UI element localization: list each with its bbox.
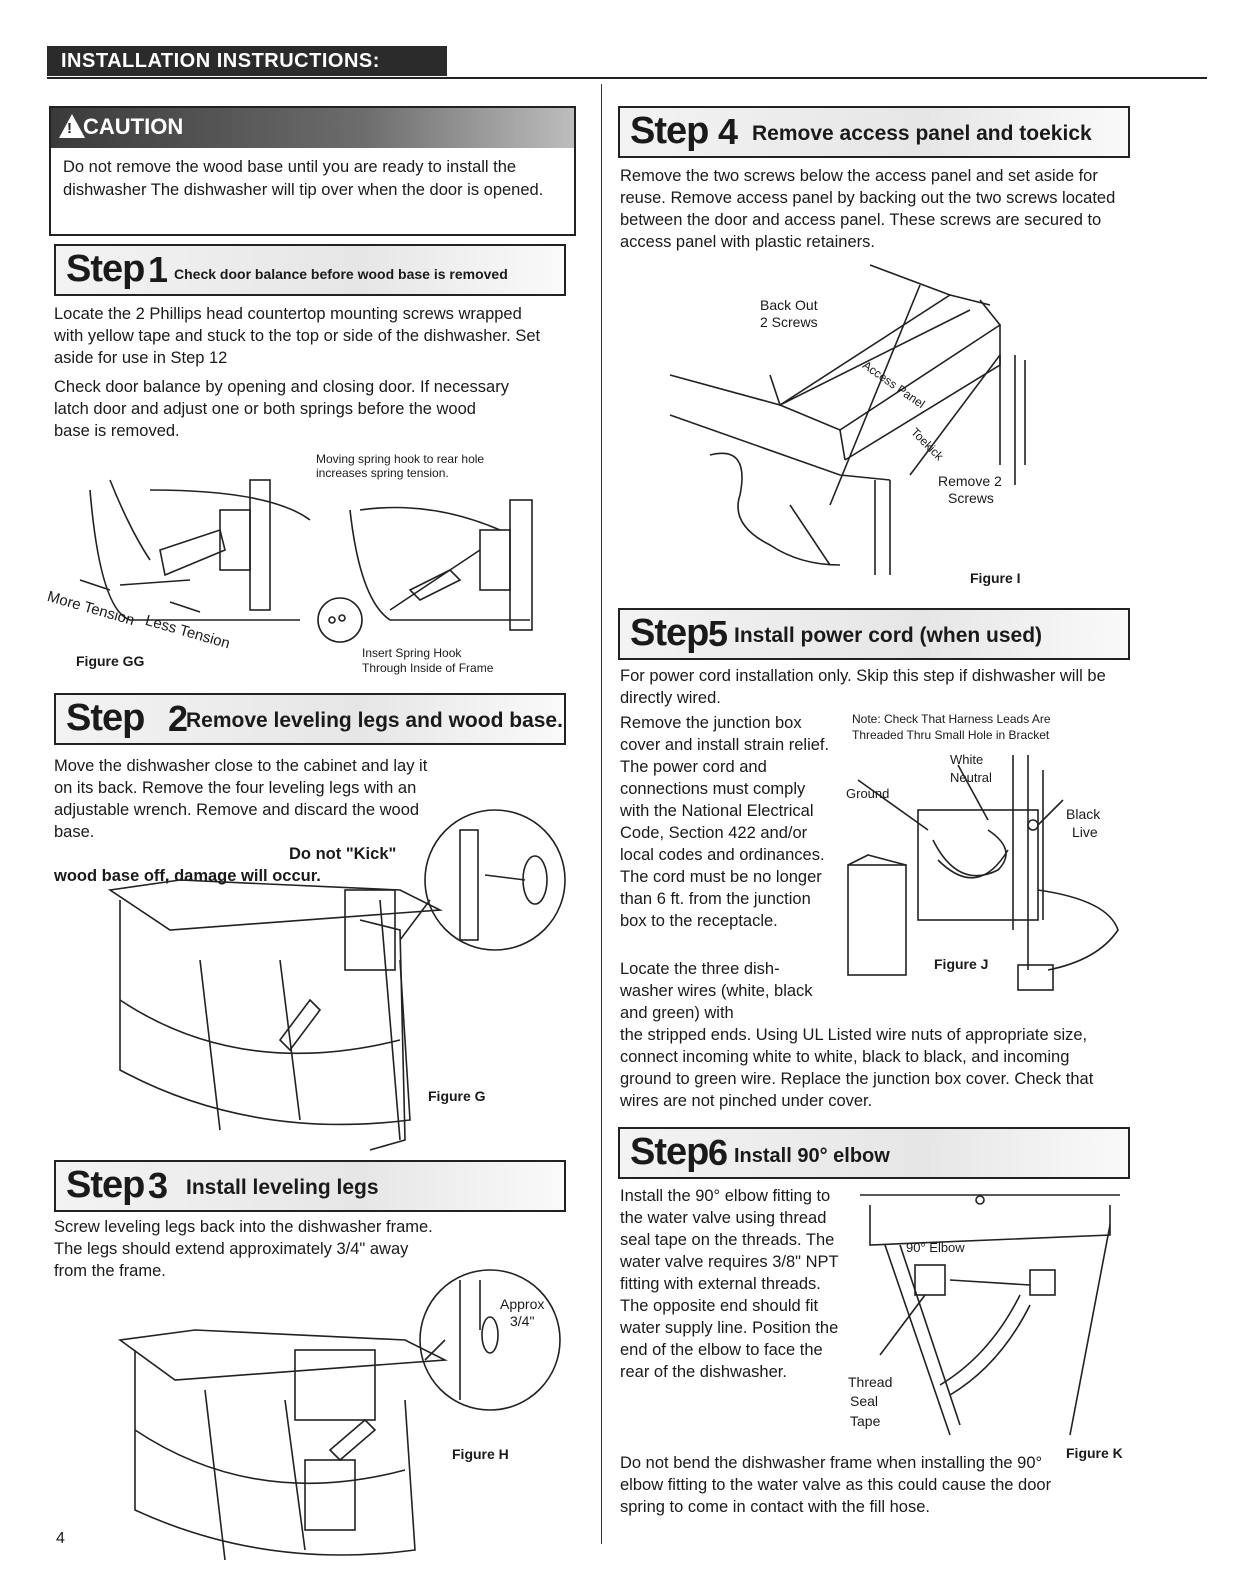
step2-word: Step (66, 697, 145, 739)
step5-number: 5 (708, 613, 729, 654)
step6-paragraph-1: Install the 90° elbow fitting to the wat… (620, 1187, 839, 1381)
caution-header: ! CAUTION (51, 108, 574, 148)
step4-paragraph: Remove the two screws below the access p… (620, 167, 1116, 251)
step2-title: Remove leveling legs and wood base. (186, 709, 563, 732)
step4-title: Remove access panel and toekick (752, 122, 1092, 145)
remove-label: Remove 2 (938, 473, 1002, 489)
figure-i-illustration (669, 264, 1026, 575)
section-header: INSTALLATION INSTRUCTIONS: (47, 46, 447, 76)
approx-value: 3/4" (510, 1313, 535, 1329)
seal-label: Seal (850, 1393, 879, 1409)
figure-j-illustration (847, 755, 1119, 991)
figure-h-illustration (117, 1269, 561, 1561)
figure-h-caption: Figure H (452, 1446, 509, 1462)
note-line-2: Threaded Thru Small Hole in Bracket (852, 728, 1050, 742)
figure-g-caption: Figure G (428, 1088, 486, 1104)
step3-title: Install leveling legs (186, 1176, 379, 1199)
neutral-label: Neutral (950, 770, 992, 785)
column-divider (601, 84, 602, 1544)
caution-title: CAUTION (83, 114, 184, 139)
caution-text: Do not remove the wood base until you ar… (63, 158, 544, 199)
step6-title: Install 90° elbow (734, 1145, 890, 1167)
ground-label: Ground (846, 786, 890, 801)
figure-k-illustration (860, 1194, 1120, 1436)
step5-banner: Step 5 Install power cord (when used) (618, 608, 1130, 660)
step6-number: 6 (708, 1132, 729, 1173)
note-line-1: Note: Check That Harness Leads Are (852, 712, 1051, 726)
screws-label: Screws (948, 490, 994, 506)
elbow-label: 90° Elbow (906, 1240, 965, 1255)
step3-number: 3 (148, 1165, 169, 1206)
step4-number: 4 (718, 111, 739, 152)
live-label: Live (1072, 824, 1098, 840)
step1-number: 1 (148, 249, 169, 290)
step4-word: Step (630, 110, 709, 152)
step6-paragraph-2: Do not bend the dishwasher frame when in… (620, 1454, 1052, 1516)
step1-note: Moving spring hook to rear hole increase… (316, 452, 485, 480)
figure-j-caption: Figure J (934, 956, 989, 972)
step1-paragraph-1: Locate the 2 Phillips head countertop mo… (54, 305, 541, 367)
step2-number: 2 (168, 698, 189, 739)
step6-word: Step (630, 1131, 709, 1173)
figure-gg-caption: Figure GG (76, 653, 145, 669)
step5-title: Install power cord (when used) (734, 624, 1043, 647)
two-screws-label: 2 Screws (760, 314, 818, 330)
step5-paragraph-3: Locate the three dish-washer wires (whit… (620, 960, 813, 1022)
step2-warning-bold: Do not "Kick" wood base off, damage will… (54, 845, 397, 885)
insert-hook-label: Insert Spring Hook (362, 646, 462, 660)
figure-i-caption: Figure I (970, 570, 1021, 586)
step1-paragraph-2: Check door balance by opening and closin… (54, 378, 509, 440)
back-out-label: Back Out (760, 297, 818, 313)
through-frame-label: Through Inside of Frame (362, 661, 494, 675)
black-label: Black (1066, 806, 1101, 822)
step5-paragraph-1: For power cord installation only. Skip t… (620, 667, 1106, 707)
figure-g-illustration (107, 809, 566, 1151)
figure-k-caption: Figure K (1066, 1445, 1123, 1461)
tape-label: Tape (850, 1413, 881, 1429)
step3-paragraph: Screw leveling legs back into the dishwa… (54, 1218, 433, 1280)
approx-label: Approx (500, 1296, 545, 1312)
step3-banner: Step 3 Install leveling legs (54, 1160, 566, 1212)
caution-box: ! CAUTION Do not remove the wood base un… (49, 106, 576, 236)
figure-gg-illustration (79, 479, 533, 643)
step2-banner: Step 2 Remove leveling legs and wood bas… (54, 693, 566, 745)
white-label: White (950, 752, 984, 767)
step2-paragraph: Move the dishwasher close to the cabinet… (54, 757, 428, 841)
step5-paragraph-4: the stripped ends. Using UL Listed wire … (620, 1026, 1094, 1110)
step1-title: Check door balance before wood base is r… (174, 266, 508, 282)
step3-word: Step (66, 1164, 145, 1206)
step1-word: Step (66, 248, 145, 290)
step5-word: Step (630, 612, 709, 654)
thread-label: Thread (848, 1374, 893, 1390)
step6-banner: Step 6 Install 90° elbow (618, 1127, 1130, 1179)
header-rule (47, 77, 1207, 79)
warning-triangle-icon (59, 114, 85, 138)
step4-banner: Step 4 Remove access panel and toekick (618, 106, 1130, 158)
step1-banner: Step 1 Check door balance before wood ba… (54, 244, 566, 296)
warning-exclamation: ! (67, 120, 72, 137)
page-number: 4 (56, 1530, 65, 1547)
step5-paragraph-2: Remove the junction box cover and instal… (620, 714, 830, 930)
